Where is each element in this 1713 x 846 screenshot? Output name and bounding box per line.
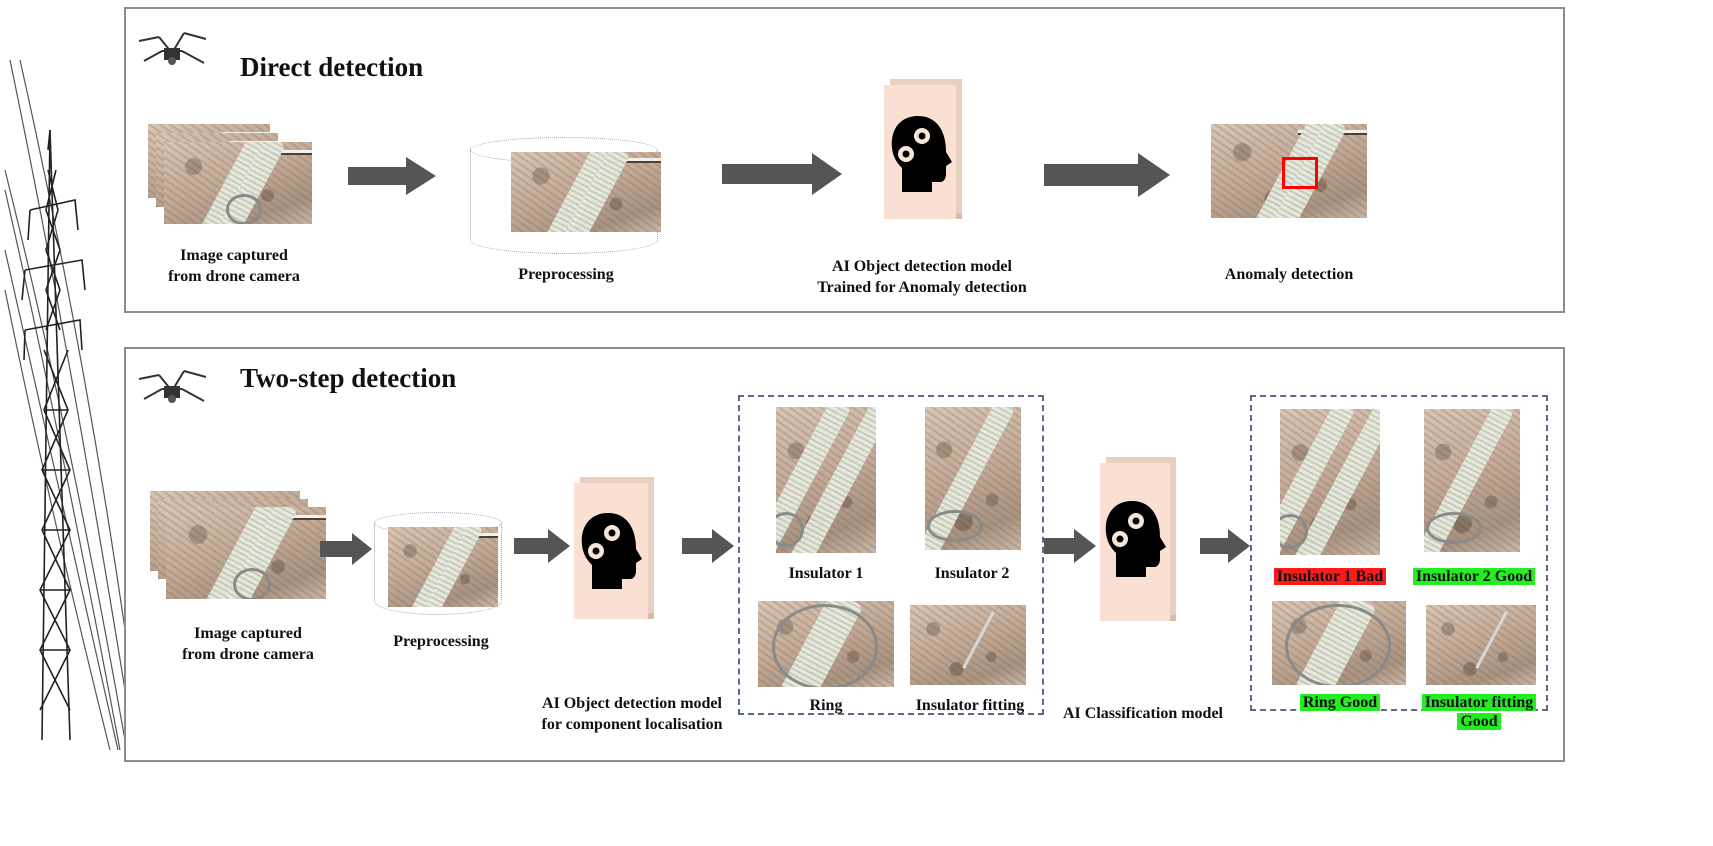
two-step-detection-panel: Two-step detection Image captured from d… <box>124 347 1565 762</box>
head-gears-icon <box>581 513 642 589</box>
arrow-right-icon <box>320 533 372 565</box>
arrow-right-icon <box>348 157 436 195</box>
preprocessing-label: Preprocessing <box>393 633 489 650</box>
result-tag-insulator-2-good: Insulator 2 Good <box>1404 567 1544 586</box>
result-image-insulator-2 <box>1424 409 1520 552</box>
two-step-detection-title: Two-step detection <box>240 363 457 393</box>
direct-detection-title: Direct detection <box>240 52 424 82</box>
step-preprocessing-label: Preprocessing <box>518 266 614 283</box>
result-tag-insulator-fitting-good: Insulator fitting Good <box>1412 693 1546 731</box>
drone-icon <box>138 32 207 65</box>
result-image-insulator-1 <box>1280 409 1380 555</box>
component-image-ring <box>758 601 894 687</box>
component-image-insulator-fitting <box>910 605 1026 685</box>
step-ai-model-label: AI Object detection model Trained for An… <box>817 258 1027 296</box>
preprocessed-image <box>511 152 661 232</box>
localisation-model-box <box>574 483 648 619</box>
drone-image-stack-3 <box>164 142 312 224</box>
component-label-ring: Ring <box>809 697 843 714</box>
arrow-right-icon <box>1044 153 1170 197</box>
step-capture-label: Image captured from drone camera <box>168 247 300 285</box>
step-anomaly-label: Anomaly detection <box>1224 266 1354 283</box>
component-label-insulator-2: Insulator 2 <box>934 565 1010 582</box>
head-gears-icon <box>891 116 952 192</box>
arrow-right-icon <box>1044 529 1096 563</box>
anomaly-bounding-box <box>1282 157 1318 189</box>
results-box: Insulator 1 Bad Insulator 2 Good Ring Go… <box>1250 395 1548 730</box>
preprocessed-image <box>388 527 498 607</box>
arrow-right-icon <box>514 529 570 563</box>
direct-detection-panel: Direct detection Image captured from dro… <box>124 7 1565 313</box>
ai-model-box <box>884 85 956 219</box>
components-box: Insulator 1 Insulator 2 Ring Insulator f… <box>738 395 1044 715</box>
arrow-right-icon <box>722 153 842 195</box>
classification-model-label: AI Classification model <box>1063 705 1223 722</box>
arrow-right-icon <box>682 529 734 563</box>
capture-label: Image captured from drone camera <box>182 625 314 663</box>
component-label-insulator-fitting: Insulator fitting <box>915 697 1025 714</box>
anomaly-result-image <box>1211 124 1367 218</box>
preprocessing-cylinder <box>374 523 502 615</box>
result-tag-ring-good: Ring Good <box>1280 693 1400 712</box>
component-label-insulator-1: Insulator 1 <box>788 565 864 582</box>
classification-model-box <box>1100 463 1170 621</box>
head-gears-icon <box>1105 501 1166 577</box>
result-image-ring <box>1272 601 1406 685</box>
transmission-tower-icon <box>4 59 129 750</box>
result-tag-insulator-1-bad: Insulator 1 Bad <box>1262 567 1398 586</box>
drone-icon <box>138 370 207 403</box>
drone-image-stack-3 <box>166 507 326 599</box>
localisation-model-label: AI Object detection model for component … <box>541 695 723 733</box>
result-image-insulator-fitting <box>1426 605 1536 685</box>
component-image-insulator-1 <box>776 407 876 553</box>
component-image-insulator-2 <box>925 407 1021 550</box>
arrow-right-icon <box>1200 529 1250 563</box>
